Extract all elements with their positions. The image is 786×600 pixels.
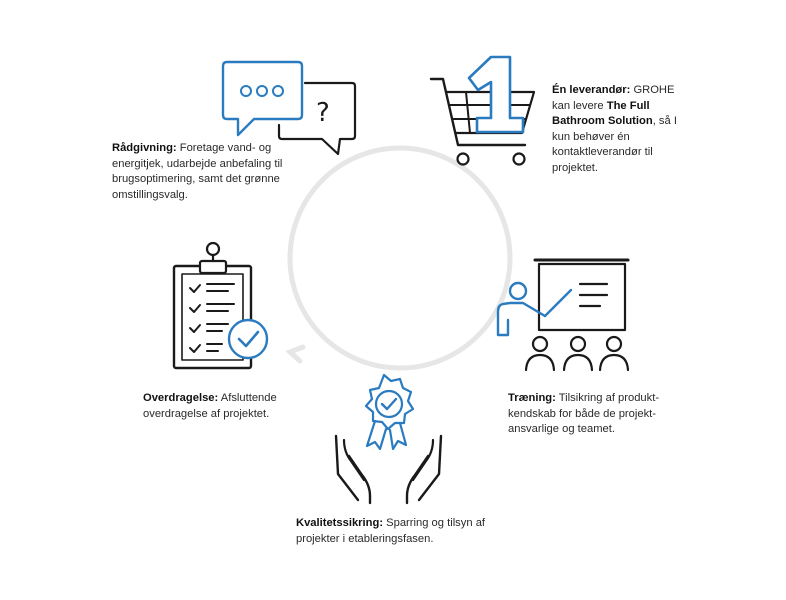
checklist-clipboard-icon: [172, 241, 269, 370]
step-leverandoer-brand: The Full Bathroom Solution: [552, 99, 653, 128]
shopping-cart-number-one-icon: [429, 55, 536, 166]
svg-text:?: ?: [316, 98, 330, 128]
award-rosette-hands-icon: [334, 373, 443, 505]
step-raadgivning-title: Rådgivning:: [112, 142, 177, 154]
step-leverandoer-text: Én leverandør: GROHE kan levere The Full…: [552, 83, 692, 176]
step-leverandoer-title: Én leverandør:: [552, 84, 631, 96]
step-kvalitet-description: Sparring og tilsyn af projekter i etable…: [296, 517, 486, 545]
speech-bubbles-icon: ?: [221, 60, 357, 156]
step-leverandoer-description-1: GROHE kan levere: [552, 84, 675, 112]
step-overdragelse-title: Overdragelse:: [143, 392, 219, 404]
step-traening-text: Træning: Tilsikring af produkt-kendskab …: [508, 391, 678, 438]
step-kvalitet-title: Kvalitetssikring:: [296, 517, 384, 529]
step-leverandoer-description-2: , så I kun behøver én kontaktleverandør …: [552, 115, 677, 174]
presentation-board-icon: [496, 258, 630, 372]
step-traening-title: Træning:: [508, 392, 556, 404]
step-kvalitet-text: Kvalitetssikring: Sparring og tilsyn af …: [296, 516, 486, 547]
step-raadgivning-text: Rådgivning: Foretage vand- og energitjek…: [112, 141, 287, 203]
step-overdragelse-description: Afsluttende overdragelse af projektet.: [143, 392, 277, 420]
step-traening-description: Tilsikring af produkt-kendskab for både …: [508, 392, 660, 435]
cycle-arrow: [285, 145, 513, 371]
step-overdragelse-text: Overdragelse: Afsluttende overdragelse a…: [143, 391, 293, 422]
step-raadgivning-description: Foretage vand- og energitjek, udarbejde …: [112, 142, 283, 201]
